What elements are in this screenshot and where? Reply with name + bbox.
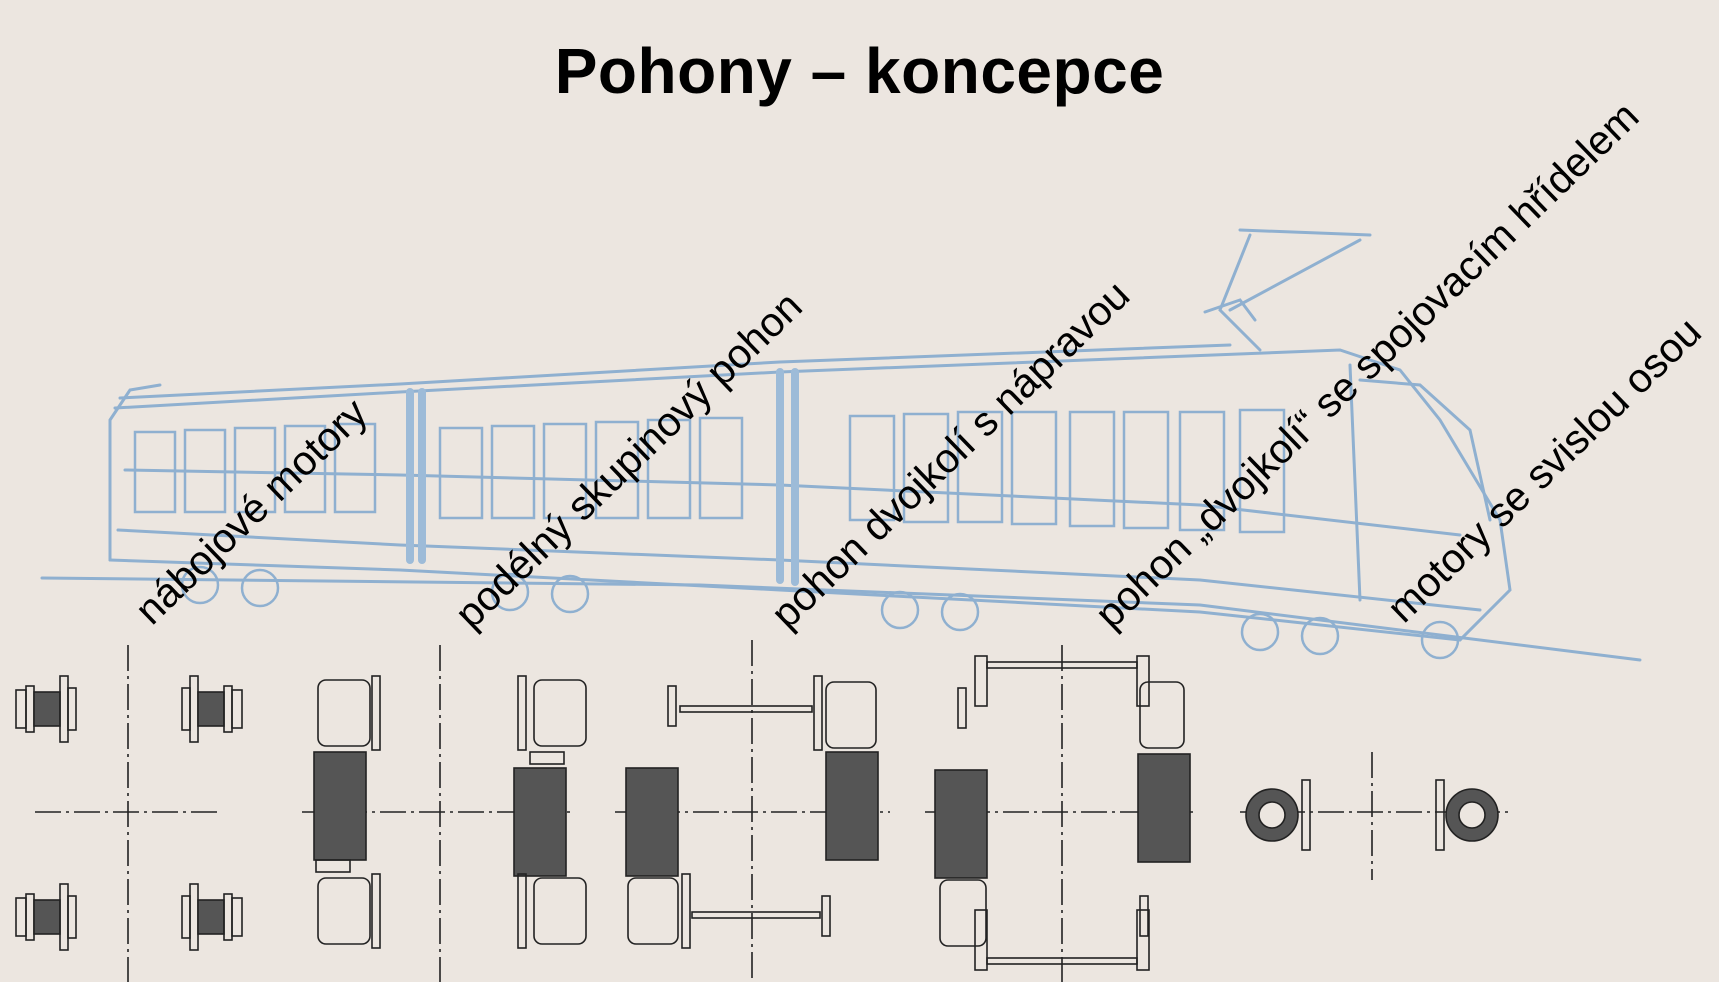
longitudinal-group-drive-drawing: [302, 645, 587, 982]
slide-title: Pohony – koncepce: [554, 35, 1165, 107]
axle-drive-drawing: [615, 640, 890, 982]
coupled-wheelset-drive-drawing: [925, 645, 1198, 982]
hub-motors-drawing: [15, 645, 243, 982]
vertical-axis-motors-drawing: [1240, 752, 1510, 880]
